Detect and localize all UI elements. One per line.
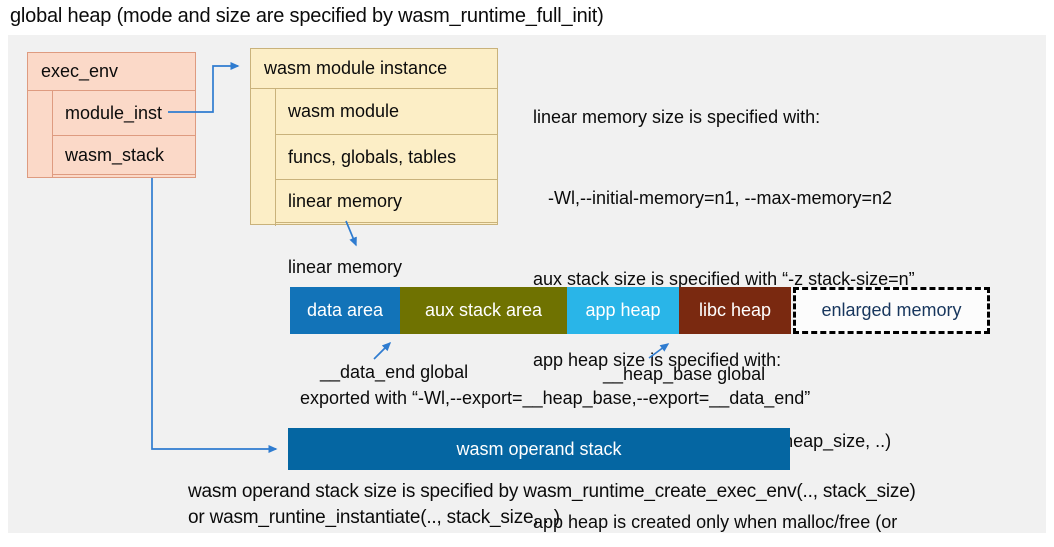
memory-segment-app-heap: app heap [567,287,679,334]
memory-segment-enlarged-memory: enlarged memory [793,287,990,334]
exec-env-gutter [28,91,53,177]
module-instance-box: wasm module instance wasm module funcs, … [250,48,498,226]
note-line: app heap is created only when malloc/fre… [533,512,898,532]
data-end-global-label: __data_end global [320,362,469,382]
note-line: aux stack size is specified with “-z sta… [533,269,915,289]
footer-line: wasm operand stack size is specified by … [188,481,916,502]
note-line: app heap size is specified with: [533,350,782,370]
module-instance-gutter [251,89,276,226]
module-instance-row-wasm-module: wasm module [276,89,497,135]
wasm-operand-stack-bar: wasm operand stack [288,428,790,470]
module-instance-row-linear-memory: linear memory [276,180,497,223]
module-instance-row-funcs-globals-tables: funcs, globals, tables [276,135,497,180]
exec-env-box: exec_env module_inst wasm_stack [27,52,196,178]
memory-segment-data-area: data area [290,287,400,334]
diagram-title: global heap (mode and size are specified… [10,5,604,27]
footer-line: or wasm_runtine_instantiate(.., stack_si… [188,507,560,528]
module-instance-header: wasm module instance [251,49,497,89]
note-line: -Wl,--initial-memory=n1, --max-memory=n2 [533,188,893,208]
memory-segment-aux-stack-area: aux stack area [400,287,567,334]
exec-env-body: module_inst wasm_stack [28,91,195,177]
exec-env-row-module-inst: module_inst [53,91,195,136]
exported-with-label: exported with “-Wl,--export=__heap_base,… [300,388,811,408]
note-line: linear memory size is specified with: [533,107,821,127]
exec-env-row-wasm-stack: wasm_stack [53,136,195,175]
linear-memory-bar: data area aux stack area app heap libc h… [290,287,791,334]
module-instance-body: wasm module funcs, globals, tables linea… [251,89,497,226]
footer-note: wasm operand stack size is specified by … [188,479,916,531]
exec-env-header: exec_env [28,53,195,91]
memory-segment-libc-heap: libc heap [679,287,791,334]
heap-base-global-label: __heap_base global [603,364,766,384]
linear-memory-label: linear memory [288,257,403,277]
